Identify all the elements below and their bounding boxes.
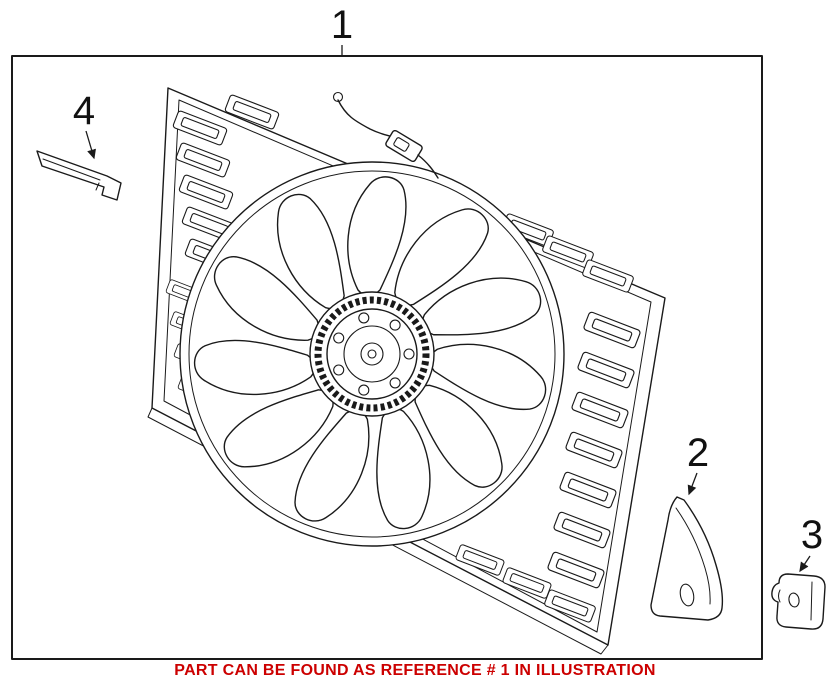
- hub-bolt: [358, 384, 370, 396]
- hub-bolt: [333, 364, 345, 376]
- wiring-harness: [332, 91, 439, 179]
- cooling-fan: [179, 161, 565, 547]
- fan-ring-inner: [188, 170, 556, 538]
- illustration-frame: [11, 55, 763, 660]
- clip-3-inner-line: [810, 581, 813, 621]
- hub-bolt: [358, 312, 370, 324]
- callout-1-label: 1: [331, 3, 353, 47]
- callout-3: 3: [799, 513, 823, 573]
- fan-shroud-assembly: [147, 87, 666, 655]
- fan-hub: [309, 291, 435, 417]
- callout-3-leader: [799, 555, 811, 573]
- part-4-bracket: [36, 150, 122, 201]
- part-3-clip: [771, 573, 826, 630]
- callout-2-leader: [687, 472, 698, 496]
- harness-cable-end: [417, 154, 439, 179]
- bracket-4-notch: [95, 182, 100, 191]
- hub-center-cap: [367, 349, 377, 359]
- hub-bolt: [389, 377, 401, 389]
- bracket-4-inner-line: [42, 158, 101, 181]
- callout-3-label: 3: [801, 513, 823, 557]
- clip-3-notch: [778, 589, 781, 603]
- bracket-2-inner-line: [675, 507, 711, 605]
- callout-2-label: 2: [687, 431, 709, 475]
- hub-bolt: [403, 348, 415, 360]
- hub-bolt: [333, 332, 345, 344]
- reference-note: PART CAN BE FOUND AS REFERENCE # 1 IN IL…: [174, 662, 656, 679]
- hub-bolt: [389, 319, 401, 331]
- callout-4-label: 4: [73, 89, 95, 133]
- harness-connector: [385, 129, 423, 163]
- callout-4-leader: [85, 130, 96, 160]
- callout-4: 4: [73, 89, 96, 160]
- connector-detail: [393, 137, 410, 152]
- bracket-2-hole: [679, 583, 695, 607]
- part-2-bracket: [650, 496, 724, 621]
- clip-3-hole: [788, 592, 800, 608]
- bracket-2-outline: [650, 496, 724, 621]
- callout-1: 1: [331, 3, 353, 55]
- hub-toothed-ring: [314, 296, 430, 412]
- bracket-4-outline: [36, 150, 122, 201]
- callout-2: 2: [687, 431, 709, 496]
